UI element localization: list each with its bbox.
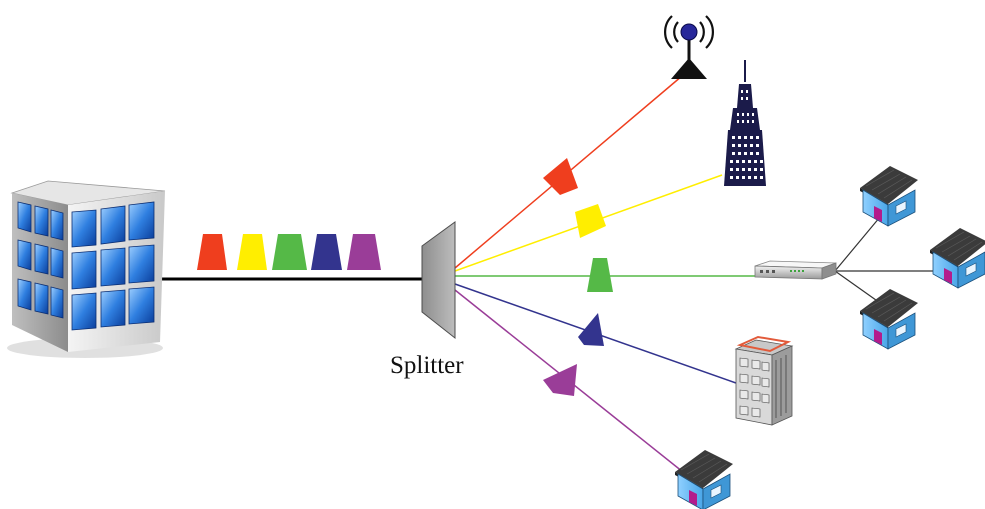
wavelength-navy	[311, 234, 342, 270]
wavelength-green	[272, 234, 307, 270]
wavelength-yellow	[237, 234, 267, 270]
wavelength-red	[197, 234, 227, 270]
house-icon	[859, 165, 919, 227]
network-switch-icon	[754, 260, 837, 280]
branch-marker-yellow	[575, 204, 606, 238]
branch-marker-red	[543, 158, 578, 195]
house-icon	[929, 227, 985, 289]
wavelength-markers	[197, 234, 381, 270]
skyscraper-icon	[724, 60, 766, 186]
branch-marker-navy	[578, 313, 604, 346]
splitter-label: Splitter	[390, 352, 464, 379]
wavelength-purple	[347, 234, 381, 270]
apartment-building-icon	[734, 335, 794, 426]
house-icon	[859, 288, 919, 350]
splitter-icon	[421, 221, 456, 340]
office-building-icon	[7, 180, 166, 358]
radio-antenna-icon	[664, 15, 714, 79]
house-icon	[674, 449, 734, 509]
branch-marker-green	[587, 258, 613, 292]
branch-marker-purple	[543, 364, 577, 396]
